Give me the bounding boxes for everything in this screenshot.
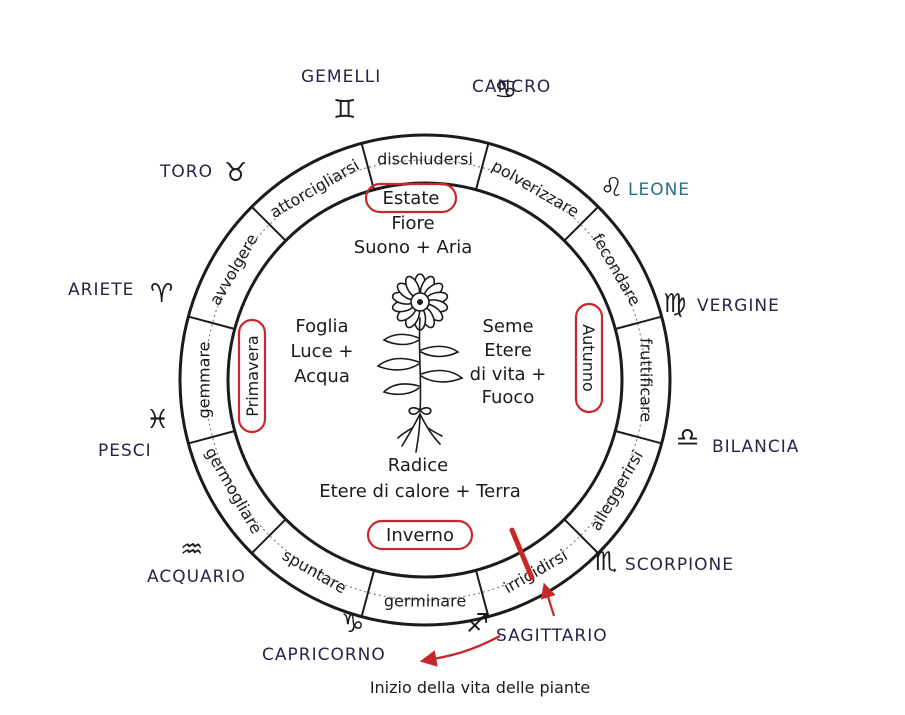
start-marker: [419, 527, 556, 667]
element-left-line1: Foglia: [295, 316, 348, 337]
element-right-line1: Seme: [482, 316, 533, 337]
ring-dividers: [188, 143, 662, 617]
element-top-line2: Suono + Aria: [354, 237, 473, 258]
plant-elements: Fiore Suono + Aria Foglia Luce + Acqua S…: [291, 213, 547, 502]
pointer-arrow-icon: [540, 582, 556, 617]
ring-divider: [615, 430, 662, 445]
season-summer: Estate: [383, 188, 440, 209]
element-left-line2: Luce +: [291, 341, 354, 362]
sign-label-sagittario: SAGITTARIO: [496, 626, 608, 646]
ring-divider: [360, 570, 375, 617]
libra-icon: ♎: [676, 423, 699, 453]
season-winter: Inverno: [386, 525, 454, 546]
element-right-line2: Etere: [484, 340, 532, 361]
ring-word: fecondare: [588, 230, 645, 309]
caption: Inizio della vita delle piante: [370, 678, 590, 697]
ring-divider: [475, 570, 490, 617]
sign-label-cancro: CANCRO: [472, 77, 551, 97]
ring-word: dischiudersi: [377, 150, 473, 169]
ring-divider: [188, 430, 235, 445]
ring-word: avvolgere: [206, 231, 262, 309]
season-spring: Primavera: [243, 335, 262, 416]
aries-icon: ♈: [150, 279, 173, 309]
taurus-icon: ♉: [224, 158, 247, 188]
sign-label-acquario: ACQUARIO: [147, 567, 246, 587]
ring-divider: [251, 518, 287, 554]
ring-divider: [563, 206, 599, 242]
aquarius-icon: ♒: [180, 535, 203, 565]
element-bottom-line2: Etere di calore + Terra: [319, 481, 521, 502]
ring-word: fruttificare: [637, 338, 656, 422]
sign-label-pesci: PESCI: [98, 441, 152, 461]
virgo-icon: ♍: [663, 289, 686, 319]
sign-label-vergine: VERGINE: [697, 296, 780, 316]
ring-divider: [188, 315, 235, 330]
sign-label-gemelli: GEMELLI: [301, 67, 381, 87]
season-autumn: Autunno: [579, 324, 598, 392]
sign-label-bilancia: BILANCIA: [712, 437, 799, 457]
ring-divider: [251, 206, 287, 242]
sign-label-ariete: ARIETE: [68, 280, 134, 300]
gemini-icon: ♊: [333, 95, 356, 125]
start-arrow-icon: [419, 634, 501, 667]
ring-word: germinare: [384, 592, 466, 611]
leo-icon: ♌: [600, 173, 623, 203]
element-left-line3: Acqua: [294, 366, 350, 387]
sagittarius-icon: ♐: [466, 609, 489, 639]
element-top-line1: Fiore: [391, 213, 434, 234]
sign-label-capricorno: CAPRICORNO: [262, 645, 386, 665]
ring-divider: [615, 315, 662, 330]
ring-divider: [475, 143, 490, 190]
plant-icon: [376, 273, 464, 453]
ring-word: alleggerirsi: [586, 447, 647, 534]
seasons: Estate Inverno Primavera Autunno: [237, 182, 604, 551]
ring-word: polverizzare: [489, 156, 583, 221]
sign-label-scorpione: SCORPIONE: [625, 555, 734, 575]
sign-label-toro: TORO: [159, 162, 213, 182]
element-right-line4: Fuoco: [482, 387, 535, 408]
zodiac-signs: GEMELLI ♊ ♋ CANCRO ♌ LEONE ♍ VERGINE ♎ B…: [68, 67, 799, 665]
ring-word: irrigidirsi: [500, 546, 570, 598]
capricorn-icon: ♑: [341, 609, 364, 639]
element-bottom-line1: Radice: [388, 455, 449, 476]
ring-word: gemmare: [195, 341, 214, 418]
ring-word: attorcigliarsi: [267, 155, 363, 221]
ring-word: spuntare: [279, 545, 350, 597]
ring-word: germogliare: [201, 444, 266, 537]
element-right-line3: di vita +: [470, 364, 547, 385]
ring-divider: [563, 518, 599, 554]
scorpio-icon: ♏: [594, 547, 617, 577]
cancer-icon: ♋: [494, 75, 517, 105]
ring-divider: [360, 143, 375, 190]
pisces-icon: ♓: [146, 405, 169, 435]
sign-label-leone: LEONE: [628, 180, 690, 200]
